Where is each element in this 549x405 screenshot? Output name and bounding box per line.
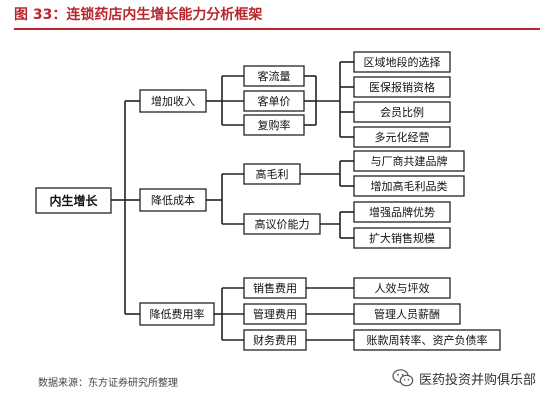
node-level2-2-label: 复购率 [258,118,291,132]
node-level2-5: 销售费用 [243,277,307,299]
node-level1-2-label: 降低费用率 [150,307,205,321]
node-level3-10: 账款周转率、资产负债率 [353,329,501,351]
node-level2-4-label: 高议价能力 [255,217,310,231]
node-level1-1-label: 降低成本 [151,193,195,207]
node-level3-2: 会员比例 [353,101,451,123]
figure-title: 图 33：连锁药店内生增长能力分析框架 [14,7,263,23]
connectors [111,61,354,341]
node-level3-10-label: 账款周转率、资产负债率 [367,333,488,347]
node-level1-1: 降低成本 [139,188,207,212]
node-level2-0-label: 客流量 [258,69,291,83]
node-level3-5-label: 增加高毛利品类 [371,179,448,193]
wechat-icon [392,369,414,387]
node-level3-1-label: 医保报销资格 [369,80,435,94]
node-root-label: 内生增长 [49,193,98,208]
node-level2-5-label: 销售费用 [253,281,297,295]
node-level3-6-label: 增强品牌优势 [369,205,435,219]
node-level3-0-label: 区域地段的选择 [364,55,441,69]
node-level3-7-label: 扩大销售规模 [369,231,435,245]
node-level3-1: 医保报销资格 [353,76,451,98]
node-level1-2: 降低费用率 [139,302,215,326]
node-level3-3: 多元化经营 [353,126,451,148]
node-level2-7-label: 财务费用 [253,333,297,347]
node-level2-1: 客单价 [243,90,305,112]
source-note: 数据来源：东方证券研究所整理 [38,378,178,389]
node-level1-0-label: 增加收入 [151,94,195,108]
node-level2-3: 高毛利 [243,163,301,185]
node-root: 内生增长 [35,187,112,214]
node-level2-7: 财务费用 [243,329,307,351]
title-underline [14,28,540,30]
node-level2-3-label: 高毛利 [256,167,289,181]
node-level3-8-label: 人效与坪效 [375,281,430,295]
node-level3-2-label: 会员比例 [380,105,424,119]
node-level2-6-label: 管理费用 [253,307,297,321]
node-level3-5: 增加高毛利品类 [353,175,465,197]
node-level2-2: 复购率 [243,114,305,136]
node-level3-4-label: 与厂商共建品牌 [371,154,448,168]
node-level3-6: 增强品牌优势 [353,201,451,223]
node-level3-8: 人效与坪效 [353,277,451,299]
node-level3-9-label: 管理人员薪酬 [374,307,440,321]
node-level3-9: 管理人员薪酬 [353,303,461,325]
watermark: 医药投资并购俱乐部 [392,368,536,388]
node-level2-6: 管理费用 [243,303,307,325]
node-level3-4: 与厂商共建品牌 [353,150,465,172]
node-level1-0: 增加收入 [139,89,207,113]
node-level2-1-label: 客单价 [258,94,291,108]
node-level3-0: 区域地段的选择 [353,51,451,73]
node-level2-4: 高议价能力 [243,213,321,235]
node-level3-7: 扩大销售规模 [353,227,451,249]
node-level2-0: 客流量 [243,65,305,87]
watermark-text: 医药投资并购俱乐部 [419,372,537,388]
node-level3-3-label: 多元化经营 [375,130,430,144]
